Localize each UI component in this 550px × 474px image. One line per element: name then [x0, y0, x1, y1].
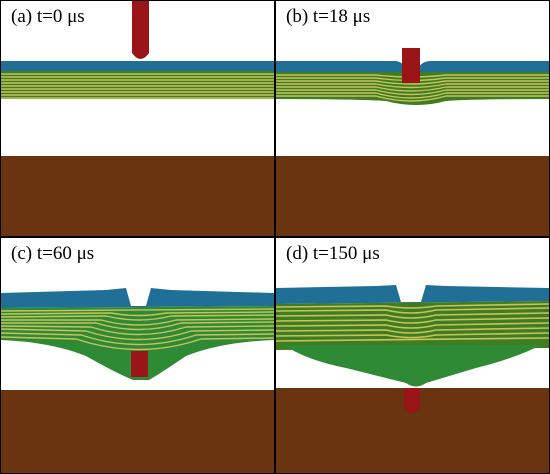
- panel-d: (d) t=150 μs: [276, 238, 549, 473]
- panel-c: (c) t=60 μs: [1, 238, 274, 473]
- panel-b: (b) t=18 μs: [276, 1, 549, 236]
- panel-a: (a) t=0 μs: [1, 1, 274, 236]
- panel-a-scene: [1, 1, 274, 236]
- laminate: [1, 306, 274, 380]
- laminate: [276, 301, 549, 350]
- panel-b-scene: [276, 48, 549, 236]
- panel-a-label: (a) t=0 μs: [11, 6, 85, 27]
- panel-b-label: (b) t=18 μs: [286, 6, 371, 27]
- horizontal-divider: [1, 236, 549, 238]
- laminate: [276, 72, 549, 105]
- cover-plate: [276, 61, 549, 72]
- panel-d-label: (d) t=150 μs: [286, 243, 380, 264]
- backing-plate: [1, 390, 274, 473]
- projectile: [132, 1, 149, 53]
- cover-plate: [276, 285, 549, 304]
- panel-c-label: (c) t=60 μs: [11, 243, 95, 264]
- deformed-layer: [284, 345, 541, 387]
- cover-plate: [1, 61, 274, 71]
- panel-d-scene: [276, 285, 549, 473]
- projectile: [404, 388, 420, 408]
- backing-plate: [1, 156, 274, 236]
- cover-plate: [1, 288, 274, 308]
- backing-plate: [276, 156, 549, 236]
- projectile: [131, 351, 148, 377]
- projectile: [402, 48, 420, 83]
- panel-c-scene: [1, 288, 274, 473]
